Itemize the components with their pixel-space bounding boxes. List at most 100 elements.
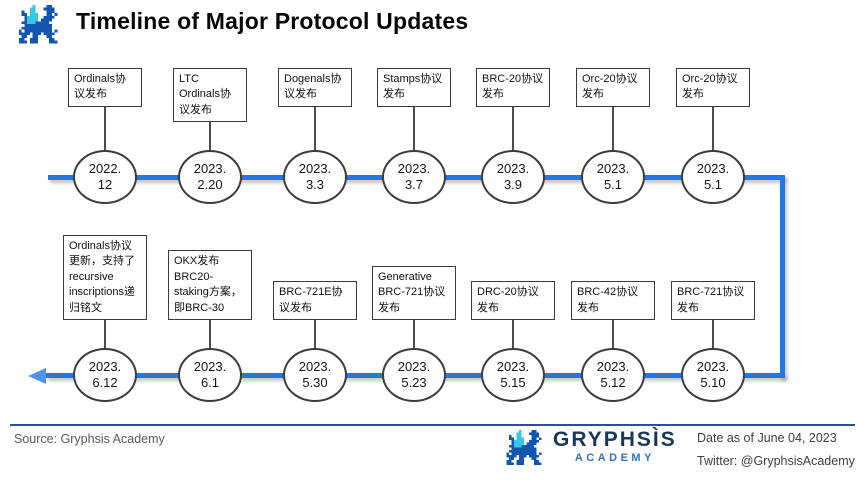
event-label-box: Dogenals协议发布 <box>278 68 352 107</box>
date-day: 5.12 <box>600 375 626 390</box>
event-label-box: LTC Ordinals协议发布 <box>173 68 247 123</box>
date-day: 3.7 <box>404 177 424 192</box>
date-day: 5.1 <box>603 177 623 192</box>
connector-line <box>104 88 106 177</box>
timeline-row-top: Ordinals协议发布 2022.12 LTC Ordinals协议发布 2023.… <box>0 68 865 204</box>
date-year: 2023. <box>298 358 332 374</box>
event-date-circle: 2023.6.12 <box>73 348 137 402</box>
event-label-box: DRC-20协议发布 <box>471 281 555 320</box>
event-date-circle: 2023.5.1 <box>681 150 745 204</box>
bottom-event-7: BRC-721协议发布 2023.5.10 <box>665 232 761 402</box>
top-event-4: Stamps协议发布 2023.3.7 <box>366 68 462 204</box>
date-day: 2.20 <box>197 177 223 192</box>
brand-lockup: GRYPHSÌS ACADEMY <box>504 428 677 465</box>
date-day: 12 <box>97 177 113 192</box>
date-year: 2023. <box>298 160 332 176</box>
gryphsis-dragon-icon <box>16 4 60 44</box>
date-year: 2023. <box>496 160 530 176</box>
top-event-3: Dogenals协议发布 2023.3.3 <box>267 68 363 204</box>
date-year: 2023. <box>397 358 431 374</box>
event-date-circle: 2023.3.3 <box>283 150 347 204</box>
bottom-event-1: Ordinals协议更新，支持了recursive inscriptions递归… <box>57 232 153 402</box>
date-year: 2022. <box>88 160 122 176</box>
date-day: 5.30 <box>302 375 328 390</box>
connector-line <box>413 310 415 375</box>
twitter-handle: Twitter: @GryphsisAcademy <box>697 454 855 468</box>
connector-line <box>209 310 211 375</box>
date-year: 2023. <box>193 160 227 176</box>
brand-name: GRYPHSÌS <box>553 428 677 451</box>
date-day: 5.1 <box>703 177 723 192</box>
event-label-box: Orc-20协议发布 <box>676 68 750 107</box>
event-date-circle: 2023.5.15 <box>481 348 545 402</box>
event-date-circle: 2023.5.10 <box>681 348 745 402</box>
event-label-box: Orc-20协议发布 <box>576 68 650 107</box>
footer-divider <box>10 424 855 426</box>
date-year: 2023. <box>596 358 630 374</box>
date-year: 2023. <box>696 358 730 374</box>
top-event-2: LTC Ordinals协议发布 2023.2.20 <box>162 68 258 204</box>
event-label-box: Ordinals协议更新，支持了recursive inscriptions递归… <box>63 235 147 320</box>
event-label-box: Stamps协议发布 <box>377 68 451 107</box>
brand-subtitle: ACADEMY <box>574 452 655 465</box>
date-day: 3.3 <box>305 177 325 192</box>
page-title: Timeline of Major Protocol Updates <box>76 8 469 34</box>
connector-line <box>712 310 714 375</box>
timeline-arrowhead-icon <box>28 368 46 384</box>
date-day: 6.12 <box>92 375 118 390</box>
event-label-box: Generative BRC-721协议发布 <box>372 265 456 320</box>
event-date-circle: 2023.6.1 <box>178 348 242 402</box>
event-date-circle: 2023.3.9 <box>481 150 545 204</box>
footer-meta: Date as of June 04, 2023 Twitter: @Gryph… <box>697 431 855 477</box>
top-event-6: Orc-20协议发布 2023.5.1 <box>565 68 661 204</box>
event-date-circle: 2022.12 <box>73 150 137 204</box>
connector-line <box>612 310 614 375</box>
event-label-box: BRC-721E协议发布 <box>273 281 357 320</box>
connector-line <box>314 310 316 375</box>
connector-line <box>209 88 211 177</box>
date-day: 3.9 <box>503 177 523 192</box>
connector-line <box>612 88 614 177</box>
date-note: Date as of June 04, 2023 <box>697 431 837 445</box>
bottom-event-2: OKX发布BRC20-staking方案，即BRC-30 2023.6.1 <box>162 232 258 402</box>
connector-line <box>413 88 415 177</box>
bottom-event-5: DRC-20协议发布 2023.5.15 <box>465 232 561 402</box>
event-label-box: OKX发布BRC20-staking方案，即BRC-30 <box>168 250 252 320</box>
event-date-circle: 2023.5.23 <box>382 348 446 402</box>
top-event-5: BRC-20协议发布 2023.3.9 <box>465 68 561 204</box>
event-label-box: Ordinals协议发布 <box>68 68 142 107</box>
date-year: 2023. <box>696 160 730 176</box>
event-label-box: BRC-42协议发布 <box>571 281 655 320</box>
event-date-circle: 2023.5.12 <box>581 348 645 402</box>
gryphsis-dragon-icon <box>504 429 544 465</box>
date-year: 2023. <box>596 160 630 176</box>
brand-text: GRYPHSÌS ACADEMY <box>553 428 677 465</box>
source-note: Source: Gryphsis Academy <box>14 432 165 446</box>
event-date-circle: 2023.3.7 <box>382 150 446 204</box>
event-label-box: BRC-721协议发布 <box>671 281 755 320</box>
date-year: 2023. <box>193 358 227 374</box>
date-day: 5.10 <box>700 375 726 390</box>
bottom-event-3: BRC-721E协议发布 2023.5.30 <box>267 232 363 402</box>
date-day: 5.23 <box>401 375 427 390</box>
date-day: 6.1 <box>200 375 220 390</box>
connector-line <box>512 310 514 375</box>
connector-line <box>512 88 514 177</box>
timeline-line-right <box>780 175 785 378</box>
event-label-box: BRC-20协议发布 <box>476 68 550 107</box>
connector-line <box>712 88 714 177</box>
top-event-7: Orc-20协议发布 2023.5.1 <box>665 68 761 204</box>
connector-line <box>314 88 316 177</box>
connector-line <box>104 310 106 375</box>
event-date-circle: 2023.2.20 <box>178 150 242 204</box>
bottom-event-6: BRC-42协议发布 2023.5.12 <box>565 232 661 402</box>
date-day: 5.15 <box>500 375 526 390</box>
bottom-event-4: Generative BRC-721协议发布 2023.5.23 <box>366 232 462 402</box>
date-year: 2023. <box>496 358 530 374</box>
top-event-1: Ordinals协议发布 2022.12 <box>57 68 153 204</box>
timeline-row-bottom: Ordinals协议更新，支持了recursive inscriptions递归… <box>0 232 865 402</box>
date-year: 2023. <box>88 358 122 374</box>
date-year: 2023. <box>397 160 431 176</box>
event-date-circle: 2023.5.1 <box>581 150 645 204</box>
